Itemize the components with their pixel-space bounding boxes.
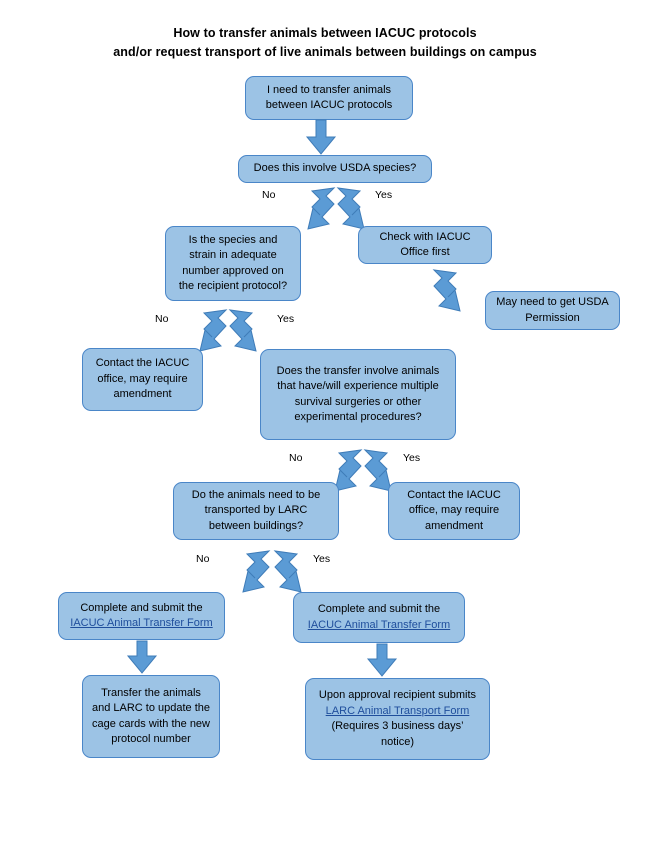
node-multiple-survival-surgeries-question: Does the transfer involve animals that h… [260,349,456,440]
node-start: I need to transfer animals between IACUC… [245,76,413,120]
node-usda-species-question-text: Does this involve USDA species? [245,161,425,177]
node-contact-iacuc-1-line-2: office, may require [97,372,188,385]
arrow-surgery-no-to-larc-question [311,448,363,492]
node-contact-iacuc-1-line-3: amendment [113,388,172,401]
branch-label-surgery-yes: Yes [403,452,421,464]
node-larc-animal-transport-submission: Upon approval recipient submits LARC Ani… [305,678,490,760]
node-larc-submit-line-1: Upon approval recipient submits [318,689,477,701]
node-transfer-animals-update-cage-cards: Transfer the animals and LARC to update … [82,675,220,758]
node-larc-question-line-3: between buildings? [208,519,304,532]
branch-label-species-yes: Yes [277,313,295,325]
node-larc-question-text: Do the animals need to be transported by… [180,488,332,535]
node-check-iacuc-text: Check with IACUC Office first [365,230,485,261]
link-iacuc-animal-transfer-form-right[interactable]: IACUC Animal Transfer Form [307,618,451,631]
node-contact-iacuc-office-2: Contact the IACUC office, may require am… [388,482,520,540]
node-usda-species-question: Does this involve USDA species? [238,155,432,183]
node-submit-iacuc-transfer-form-left: Complete and submit the IACUC Animal Tra… [58,592,225,640]
node-larc-submit-line-3: (Requires 3 business days’ [331,720,464,732]
node-contact-iacuc-2-line-1: Contact the IACUC [407,488,501,501]
node-contact-iacuc-2-line-2: office, may require [408,504,500,517]
node-contact-iacuc-2-line-3: amendment [424,519,484,532]
node-surgery-question-line-1: Does the transfer involve animals [276,364,440,377]
node-submit-right-text: Complete and submit the IACUC Animal Tra… [300,602,458,633]
branch-label-larc-no: No [196,553,210,565]
node-larc-submit-line-4: notice) [380,735,415,748]
node-species-question-line-3: number approved on [182,264,284,277]
link-larc-animal-transport-form[interactable]: LARC Animal Transport Form [325,704,470,717]
arrow-start-to-usda-question [305,119,337,156]
node-surgery-question-line-2: that have/will experience multiple [277,380,439,392]
node-larc-transport-question: Do the animals need to be transported by… [173,482,339,540]
node-check-with-iacuc-office: Check with IACUC Office first [358,226,492,264]
branch-label-larc-yes: Yes [313,553,331,565]
node-transfer-update-line-3: cage cards with the new [91,717,210,730]
node-surgery-question-text: Does the transfer involve animals that h… [267,364,449,426]
node-usda-permission-line-2: Permission [525,311,580,324]
node-usda-question-line-1: Does this involve USDA species? [253,162,417,175]
node-species-question-text: Is the species and strain in adequate nu… [172,233,294,295]
arrow-usda-no-to-species-question [284,186,338,232]
node-usda-permission-line-1: May need to get USDA [496,296,609,308]
arrow-usda-yes-to-check-iacuc [336,186,390,232]
arrow-surgery-yes-to-contact-iacuc-2 [363,448,417,492]
node-contact-iacuc-1-text: Contact the IACUC office, may require am… [89,356,196,403]
link-iacuc-animal-transfer-form-left[interactable]: IACUC Animal Transfer Form [70,617,213,629]
node-submit-right-line-1: Complete and submit the [317,603,441,615]
node-larc-question-line-2: transported by LARC [204,504,308,517]
page-title-line-1: How to transfer animals between IACUC pr… [173,26,477,40]
node-species-strain-question: Is the species and strain in adequate nu… [165,226,301,301]
arrow-larc-yes-to-submit-right [273,549,329,595]
page-title: How to transfer animals between IACUC pr… [0,24,650,62]
branch-label-usda-yes: Yes [375,189,393,201]
arrow-larc-no-to-submit-left [219,549,271,595]
node-contact-iacuc-1-line-1: Contact the IACUC [95,357,190,370]
arrow-submit-left-to-transfer-update [126,640,158,675]
arrow-species-yes-to-surgery-question [228,308,282,354]
node-species-question-line-4: the recipient protocol? [178,280,288,292]
node-submit-left-line-1: Complete and submit the [80,601,203,614]
node-submit-left-text: Complete and submit the IACUC Animal Tra… [65,601,218,632]
node-species-question-line-2: strain in adequate [189,249,277,261]
node-species-question-line-1: Is the species and [188,233,278,246]
node-surgery-question-line-3: survival surgeries or other [294,395,422,408]
arrow-check-iacuc-to-usda-permission [432,268,488,316]
node-transfer-update-text: Transfer the animals and LARC to update … [89,686,213,748]
node-check-iacuc-line-1: Check with IACUC [379,230,471,243]
page-title-line-2: and/or request transport of live animals… [113,45,537,59]
branch-label-surgery-no: No [289,452,303,464]
node-contact-iacuc-2-text: Contact the IACUC office, may require am… [395,488,513,535]
node-usda-permission-text: May need to get USDA Permission [492,295,613,326]
node-start-line-1: I need to transfer animals [266,83,392,96]
node-usda-permission: May need to get USDA Permission [485,291,620,330]
node-check-iacuc-line-2: Office first [400,246,450,258]
node-start-line-2: between IACUC protocols [265,99,393,111]
node-larc-question-line-1: Do the animals need to be [191,488,321,501]
node-start-text: I need to transfer animals between IACUC… [252,83,406,114]
arrow-submit-right-to-larc-submit [366,643,398,678]
node-transfer-update-line-4: protocol number [111,733,191,745]
arrow-species-no-to-contact-iacuc-1 [176,308,228,354]
node-contact-iacuc-office-1: Contact the IACUC office, may require am… [82,348,203,411]
branch-label-species-no: No [155,313,169,325]
node-larc-submit-text: Upon approval recipient submits LARC Ani… [312,688,483,750]
node-transfer-update-line-2: and LARC to update the [91,702,211,714]
node-submit-iacuc-transfer-form-right: Complete and submit the IACUC Animal Tra… [293,592,465,643]
node-transfer-update-line-1: Transfer the animals [101,686,201,699]
node-surgery-question-line-4: experimental procedures? [294,411,422,423]
branch-label-usda-no: No [262,189,276,201]
